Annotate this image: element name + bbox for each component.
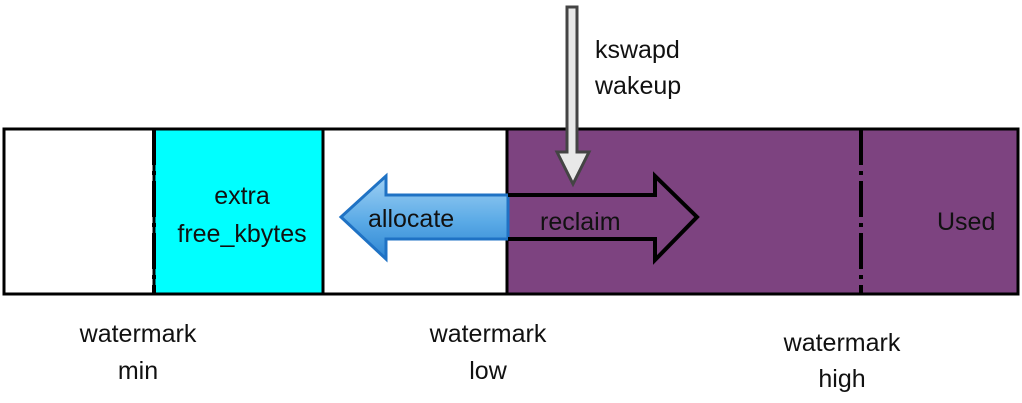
extra-label-line2: free_kbytes: [177, 220, 306, 248]
watermark-high-label-line1: watermark: [783, 329, 901, 357]
used-region: [505, 127, 1020, 296]
reclaim-arrow: [508, 171, 700, 265]
kswapd-wakeup-arrow: [554, 5, 592, 188]
extra-free-kbytes-region: [152, 127, 325, 296]
allocate-arrow: [338, 172, 510, 263]
used-label: Used: [937, 208, 995, 236]
kswapd-label-line2: wakeup: [594, 72, 681, 100]
watermark-low-label-line1: watermark: [429, 320, 547, 348]
allocate-label: allocate: [368, 205, 454, 233]
extra-label-line1: extra: [214, 182, 270, 210]
watermark-min-label-line1: watermark: [79, 320, 197, 348]
kswapd-label-line1: kswapd: [595, 36, 680, 64]
reclaim-label: reclaim: [540, 208, 621, 236]
watermark-min-label-line2: min: [118, 357, 158, 385]
watermark-high-label-line2: high: [818, 365, 865, 393]
watermark-low-label-line2: low: [469, 357, 507, 385]
